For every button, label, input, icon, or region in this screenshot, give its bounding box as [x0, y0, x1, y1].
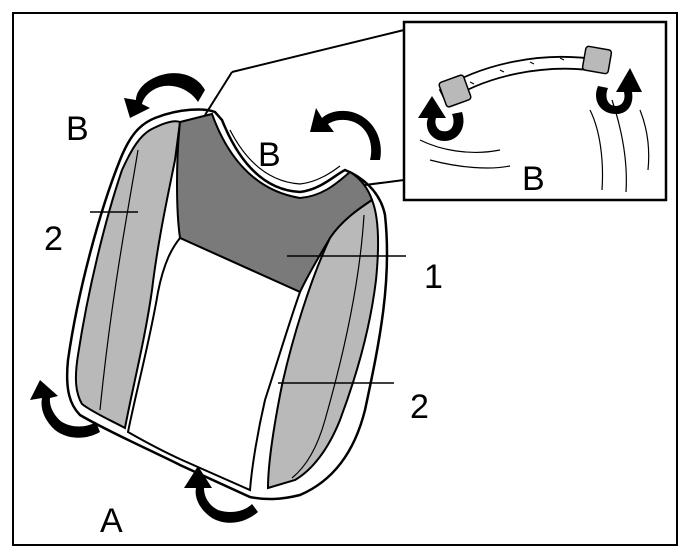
inset-connector-line — [364, 179, 405, 186]
seam-line — [291, 214, 365, 479]
inset-connector-line — [231, 29, 405, 73]
inset-label-b: B — [522, 160, 545, 198]
bar-detail — [469, 57, 565, 85]
detail-inset: B — [204, 20, 668, 202]
fabric-folds — [419, 99, 650, 193]
right-bolster-panel — [266, 198, 380, 490]
label-b-top-left: B — [66, 110, 89, 148]
curved-arrow-icon — [30, 380, 100, 438]
curved-arrow-icon — [124, 73, 205, 118]
seam-line — [229, 129, 341, 185]
right-clip — [581, 45, 613, 75]
lower-center-panel — [126, 236, 302, 492]
label-b-top-center: B — [258, 136, 281, 174]
callout-label-2-left: 2 — [44, 220, 63, 258]
inset-connector-line — [204, 71, 233, 116]
release-arrows — [30, 73, 381, 523]
curved-arrow-icon — [418, 96, 464, 141]
label-a-bottom: A — [100, 502, 123, 540]
seat-back-cover — [65, 108, 389, 501]
curved-arrow-icon — [310, 108, 381, 160]
left-bolster-panel — [74, 120, 182, 430]
curved-arrow-icon — [184, 466, 258, 523]
curved-arrow-icon — [596, 68, 642, 114]
callout-label-2-right: 2 — [410, 388, 429, 426]
left-clip — [438, 74, 472, 108]
callout-label-1: 1 — [424, 258, 443, 296]
seam-line — [99, 149, 139, 411]
